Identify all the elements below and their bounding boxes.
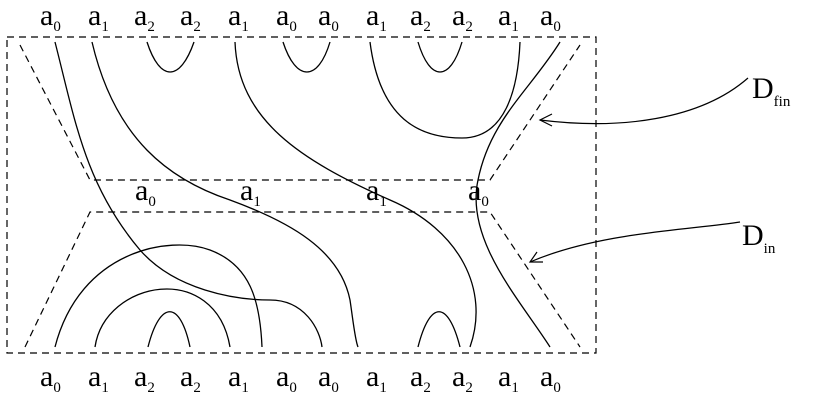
curve-top-a0-to-mid-a0 — [54, 41, 323, 348]
cap-top-a2-a2-left — [146, 41, 195, 73]
bottom-label: a1 — [88, 360, 109, 394]
curve-top-a1-to-mid — [91, 41, 359, 348]
bottom-label: a0 — [540, 360, 561, 394]
region-label-in: Din — [742, 219, 776, 257]
bottom-label: a1 — [366, 360, 387, 394]
top-label: a1 — [498, 0, 519, 35]
region-fin-boundary — [19, 44, 581, 181]
arrowhead-fin — [538, 113, 553, 127]
middle-label: a0 — [135, 174, 156, 210]
cap-bottom-a2-a2-left — [147, 311, 191, 348]
bottom-label: a2 — [180, 360, 201, 394]
cap-bottom-a2-a2-right — [417, 311, 461, 348]
arrow-to-in — [529, 221, 741, 263]
top-label: a1 — [88, 0, 109, 35]
cap-top-a0-a0 — [282, 41, 331, 73]
curve-top-a0-right — [475, 41, 561, 348]
cap-bottom-a1-a1 — [94, 288, 231, 348]
top-label: a1 — [228, 0, 249, 35]
middle-label: a1 — [366, 174, 387, 210]
top-label: a0 — [318, 0, 339, 35]
top-label: a2 — [180, 0, 201, 35]
bottom-labels: a0 a1 a2 a2 a1 a0 a0 a1 a2 a2 a1 a0 — [40, 360, 561, 394]
bottom-label: a2 — [134, 360, 155, 394]
curve-bottom-a0-left — [54, 244, 263, 348]
region-label-fin: Dfin — [752, 72, 791, 110]
top-label: a0 — [540, 0, 561, 35]
middle-labels: a0 a1 a1 a0 — [135, 174, 489, 210]
region-in-boundary — [24, 211, 581, 348]
outer-dashed-rectangle — [6, 36, 597, 354]
arrow-to-fin — [539, 77, 749, 125]
top-label: a2 — [410, 0, 431, 35]
bottom-label: a0 — [40, 360, 61, 394]
top-label: a2 — [452, 0, 473, 35]
bottom-label: a1 — [498, 360, 519, 394]
curve-top-a1-to-bottom-a1 — [234, 41, 477, 348]
arrowhead-in — [528, 251, 543, 263]
top-label: a1 — [366, 0, 387, 35]
bottom-label: a0 — [318, 360, 339, 394]
bottom-label: a2 — [410, 360, 431, 394]
middle-label: a0 — [468, 174, 489, 210]
bottom-label: a0 — [276, 360, 297, 394]
cap-top-a1-a1-bowl — [369, 41, 521, 139]
top-label: a0 — [40, 0, 61, 35]
cap-top-a2-a2-right — [417, 41, 463, 73]
middle-label: a1 — [240, 174, 261, 210]
bottom-label: a2 — [452, 360, 473, 394]
top-label: a2 — [134, 0, 155, 35]
top-labels: a0 a1 a2 a2 a1 a0 a0 a1 a2 a2 a1 a0 — [40, 0, 561, 35]
bottom-label: a1 — [228, 360, 249, 394]
top-label: a0 — [276, 0, 297, 35]
